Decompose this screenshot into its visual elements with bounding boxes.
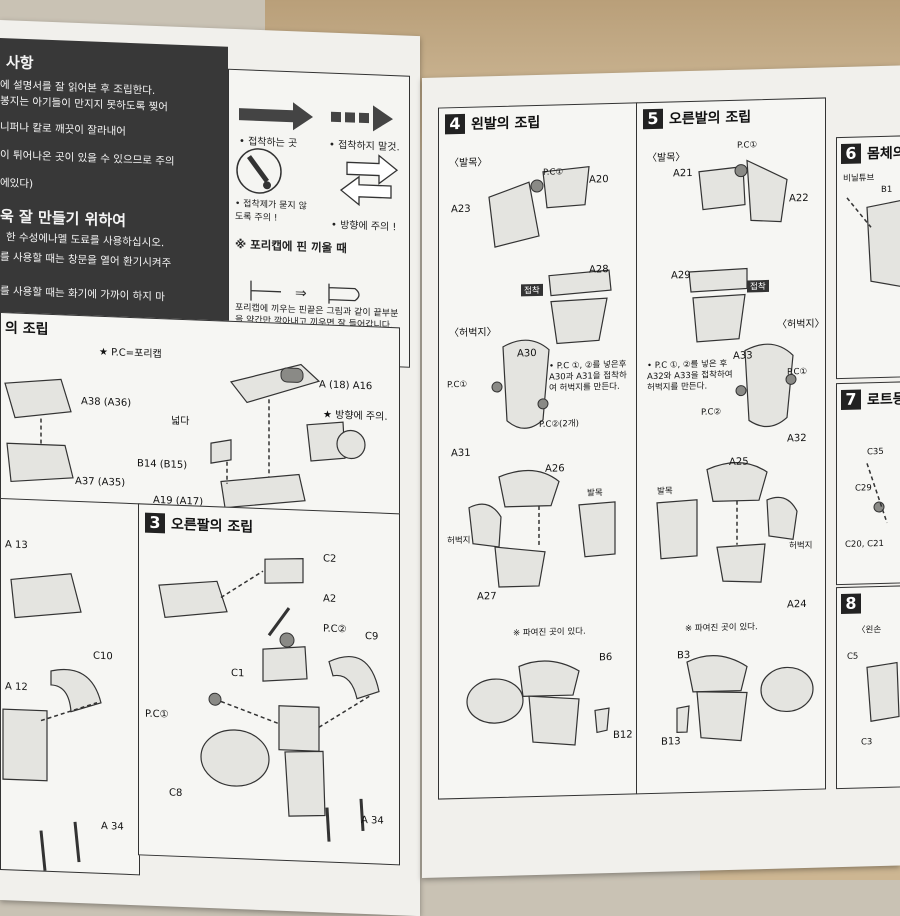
part-label: C10 — [93, 650, 113, 663]
part-label: A20 — [589, 174, 609, 186]
legend-glue-caution: • 접착제가 묻지 않도록 주의 ! — [235, 199, 307, 224]
part-label: 넓다 — [171, 415, 190, 428]
part-label: A 34 — [361, 814, 384, 827]
part-label: P.C②(2개) — [539, 418, 579, 430]
part-label: P.C① — [145, 708, 169, 721]
part-label: B3 — [677, 649, 691, 662]
part-label: B6 — [599, 652, 613, 664]
part-label: 허벅지 — [789, 540, 813, 552]
part-label: B14 (B15) — [137, 458, 188, 472]
direction-arrows-icon — [339, 154, 399, 207]
part-label: A26 — [545, 463, 565, 475]
caution-title: 사항 — [6, 53, 34, 73]
right-arm-diagram — [158, 558, 380, 842]
left-leg-diagram — [466, 165, 616, 746]
part-label: A 34 — [101, 820, 124, 833]
step-left-bottom-panel: A 13 C10 A 12 A 34 — [0, 498, 140, 876]
solid-arrow-icon — [239, 102, 313, 131]
part-label: A31 — [451, 447, 471, 460]
legend-direction: • 방향에 주의 ! — [331, 219, 397, 234]
caution-line: 이 튀어나온 곳이 있을 수 있으므로 주의 — [0, 149, 175, 168]
glue-drop-icon — [236, 148, 282, 194]
tips-line: 를 사용할 때는 창문을 열어 환기시켜주 — [0, 251, 172, 270]
part-label: ★ 방향에 주의. — [323, 409, 388, 423]
part-label: P.C① — [737, 140, 758, 151]
step4-panel: 4 왼발의 조립 〈발목〉 〈허벅지〉 P.C① A20 A23 A28 — [438, 102, 638, 800]
part-label: A23 — [451, 203, 471, 216]
part-label: A32 — [787, 432, 807, 445]
part-label: A 13 — [5, 539, 28, 552]
part-note: ※ 파여진 곳이 있다. — [513, 626, 586, 639]
part-label: 발목 — [657, 486, 673, 497]
part-label: C2 — [323, 553, 337, 565]
part-label: C9 — [365, 631, 379, 643]
part-label: 허벅지 — [447, 535, 471, 547]
part-label: P.C① — [543, 167, 564, 178]
part-label: A (18) A16 — [319, 379, 373, 393]
svg-text:⇒: ⇒ — [295, 285, 307, 301]
part-label: A2 — [323, 593, 337, 605]
glue-tag: 접착 — [747, 279, 769, 293]
hand-diagram — [866, 661, 900, 722]
part-label: C8 — [169, 787, 183, 800]
part-label: A30 — [517, 347, 537, 360]
right-instruction-page: 4 왼발의 조립 〈발목〉 〈허벅지〉 P.C① A20 A23 A28 — [422, 65, 900, 878]
step3-panel: 3 오른팔의 조립 C2 A2 P.C② C9 C1 P.C① C8 A 34 — [138, 503, 400, 866]
part-label: C1 — [231, 667, 245, 680]
dashed-arrow-icon — [331, 105, 393, 132]
step7-panel: 7 로트등 C35 C29 C20, C21 — [836, 381, 900, 586]
glue-tag: 접착 — [521, 283, 543, 297]
part-label: A21 — [673, 167, 693, 180]
part-note: ※ 파여진 곳이 있다. — [685, 622, 758, 635]
step2-panel: 의 조립 ★ P.C=포리캡 A38 (A36) A37 (A35) A (18… — [0, 312, 400, 516]
part-label: P.C② — [323, 623, 347, 636]
left-instruction-page: 사항 에 설명서를 잘 읽어본 후 조립한다. 봉지는 아기들이 만지지 못하도… — [0, 20, 420, 916]
part-label: A24 — [787, 598, 807, 611]
part-label: P.C② — [701, 407, 722, 418]
part-label: A27 — [477, 591, 497, 603]
caution-line: 니퍼나 칼로 깨끗이 잘라내어 — [0, 121, 126, 138]
part-label: A 12 — [5, 681, 28, 694]
rotor-diagram — [866, 463, 888, 524]
part-label: B13 — [661, 736, 681, 748]
caution-box: 사항 에 설명서를 잘 읽어본 후 조립한다. 봉지는 아기들이 만지지 못하도… — [0, 38, 228, 337]
part-label: B12 — [613, 729, 633, 741]
part-label: A25 — [729, 456, 749, 468]
right-leg-diagram — [656, 159, 814, 742]
symbol-legend: ⇒ • 접착하는 곳 • 접착하지 말것. • 접착제가 묻지 않도록 주의 !… — [228, 68, 410, 368]
step6-panel: 6 몸체의 비닐튜브 B1 — [836, 135, 900, 380]
legend-glue-here: • 접착하는 곳 — [239, 136, 298, 150]
tips-title: 욱 잘 만들기 위하여 — [0, 207, 127, 230]
caution-line: 에있다) — [0, 177, 34, 191]
body-diagram — [846, 197, 900, 288]
part-label: A38 (A36) — [81, 396, 132, 410]
step4-note: • P.C ①, ②를 넣은후 A30과 A31을 접착하여 허벅지를 만든다. — [549, 359, 627, 394]
step5-note: • P.C ①, ②를 넣은 후 A32와 A33을 접착하여 허벅지를 만든다… — [647, 359, 733, 394]
step8-panel: 8 〈왼손 C5 C3 — [836, 585, 900, 790]
tips-line: 를 사용할 때는 화기에 가까이 하지 마 — [0, 285, 165, 304]
part-label: A37 (A35) — [75, 475, 126, 489]
part-label: P.C① — [447, 379, 468, 391]
part-label: 발목 — [587, 488, 603, 499]
tips-line: 한 수성에나멜 도료를 사용하십시오. — [6, 231, 165, 250]
part-label: A29 — [671, 269, 691, 282]
polycap-pin-icon: ⇒ — [250, 280, 360, 304]
arm-diagram — [2, 573, 102, 871]
step2-diagram — [4, 363, 366, 509]
step5-panel: 5 오른발의 조립 〈발목〉 〈허벅지〉 P.C① A21 A22 A2 — [636, 97, 826, 795]
part-label: A22 — [789, 192, 809, 205]
part-label: P.C① — [787, 366, 808, 378]
legend-no-glue: • 접착하지 말것. — [329, 139, 400, 154]
part-label: A28 — [589, 264, 609, 276]
